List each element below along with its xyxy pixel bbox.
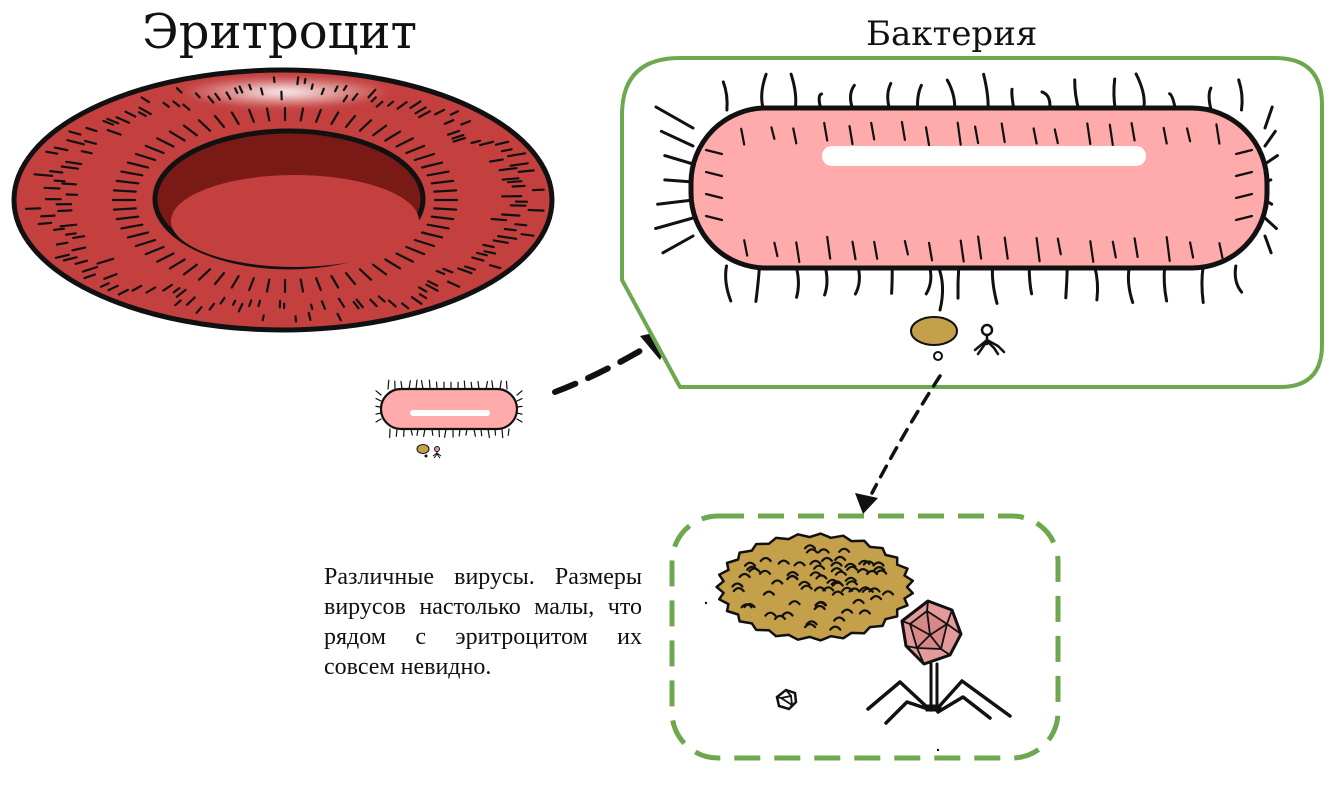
- bacterium-label: Бактерия: [866, 14, 1038, 54]
- erythrocyte-highlight: [180, 76, 390, 108]
- bacterium-illustration: [654, 72, 1279, 312]
- tiny-virus-icosahedral: [933, 351, 943, 361]
- virus-illustrations: [704, 532, 1012, 752]
- tiny-virus-blob: [910, 316, 958, 346]
- small-bacterium: [375, 379, 523, 459]
- bacteriophage: [866, 599, 1012, 725]
- tiny-phage-icon: [973, 323, 1006, 356]
- erythrocyte-label: Эритроцит: [142, 4, 418, 60]
- small-virus-blob: [416, 444, 430, 454]
- erythrocyte-illustration: [11, 67, 555, 333]
- virus-caption: Различные вирусы. Размеры вирусов настол…: [324, 564, 642, 680]
- tiny-viruses: [910, 316, 1006, 361]
- bacterium-highlight: [822, 146, 1146, 166]
- erythrocyte-center-floor: [171, 175, 419, 267]
- zoom-arrow-2: [855, 374, 942, 514]
- erythrocyte-texture: [25, 76, 545, 323]
- small-phage-icon: [432, 446, 442, 459]
- icosahedral-virus: [775, 688, 798, 711]
- large-virus: [715, 532, 915, 642]
